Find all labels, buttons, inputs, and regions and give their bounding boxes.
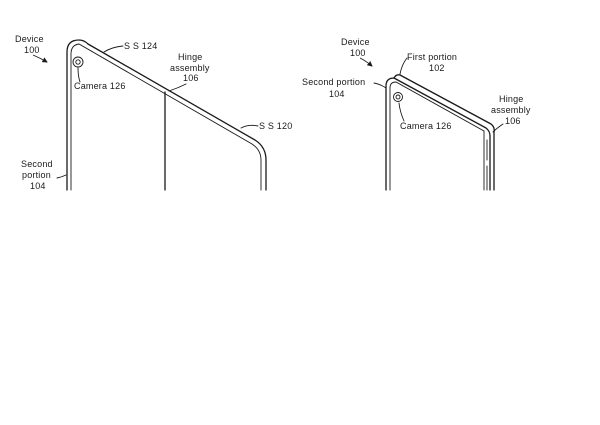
svg-text:First portion: First portion: [407, 52, 457, 62]
right-camera-label: Camera 126: [400, 121, 452, 131]
svg-text:104: 104: [329, 89, 345, 99]
right-camera-icon: [393, 92, 403, 102]
svg-text:Hinge: Hinge: [178, 52, 203, 62]
left-camera-label: Camera 126: [74, 81, 126, 91]
right-hinge-label: Hinge assembly 106: [491, 94, 531, 126]
right-hinge-leader: [492, 123, 504, 133]
left-camera-icon: [72, 56, 84, 68]
right-device-view: Device 100 First portion 102 Second port…: [302, 37, 531, 191]
right-first-portion-label: First portion 102: [407, 52, 457, 73]
svg-text:102: 102: [429, 63, 445, 73]
svg-text:104: 104: [30, 181, 46, 191]
left-camera-leader: [77, 67, 81, 83]
right-second-portion-leader: [373, 82, 387, 89]
svg-text:Device: Device: [341, 37, 370, 47]
left-hinge-leader: [168, 83, 187, 92]
svg-text:106: 106: [183, 73, 199, 83]
left-second-portion-leader: [56, 174, 67, 179]
svg-text:100: 100: [24, 45, 40, 55]
left-hinge-label: Hinge assembly 106: [170, 52, 210, 83]
left-device-view: Device 100 S S 124 Camera 126 Hinge asse…: [15, 34, 292, 191]
left-ss124-label: S S 124: [124, 41, 157, 51]
right-camera-lens-icon: [395, 94, 401, 100]
right-device-outline: [385, 77, 491, 191]
svg-text:assembly: assembly: [491, 105, 531, 115]
left-device-outline: [66, 39, 267, 191]
right-first-portion-edge: [393, 74, 495, 191]
svg-text:Hinge: Hinge: [499, 94, 524, 104]
right-device-label: Device 100: [341, 37, 370, 58]
right-device-inner-edge: [389, 81, 485, 191]
svg-text:Second portion: Second portion: [302, 77, 365, 87]
left-device-leader: [32, 54, 48, 63]
left-ss120-leader: [240, 124, 259, 129]
svg-text:106: 106: [505, 116, 521, 126]
right-device-leader: [359, 57, 373, 67]
svg-text:Device: Device: [15, 34, 44, 44]
right-first-portion-leader: [399, 57, 408, 75]
svg-text:portion: portion: [22, 170, 51, 180]
svg-text:assembly: assembly: [170, 63, 210, 73]
right-second-portion-label: Second portion 104: [302, 77, 365, 99]
left-ss120-label: S S 120: [259, 121, 292, 131]
svg-text:100: 100: [350, 48, 366, 58]
left-ss124-leader: [103, 45, 124, 53]
svg-text:Second: Second: [21, 159, 53, 169]
right-camera-leader: [398, 102, 405, 122]
left-second-portion-label: Second portion 104: [21, 159, 53, 191]
left-device-inner-edge: [70, 43, 262, 191]
left-device-label: Device 100: [15, 34, 44, 55]
left-camera-lens-icon: [75, 59, 81, 65]
